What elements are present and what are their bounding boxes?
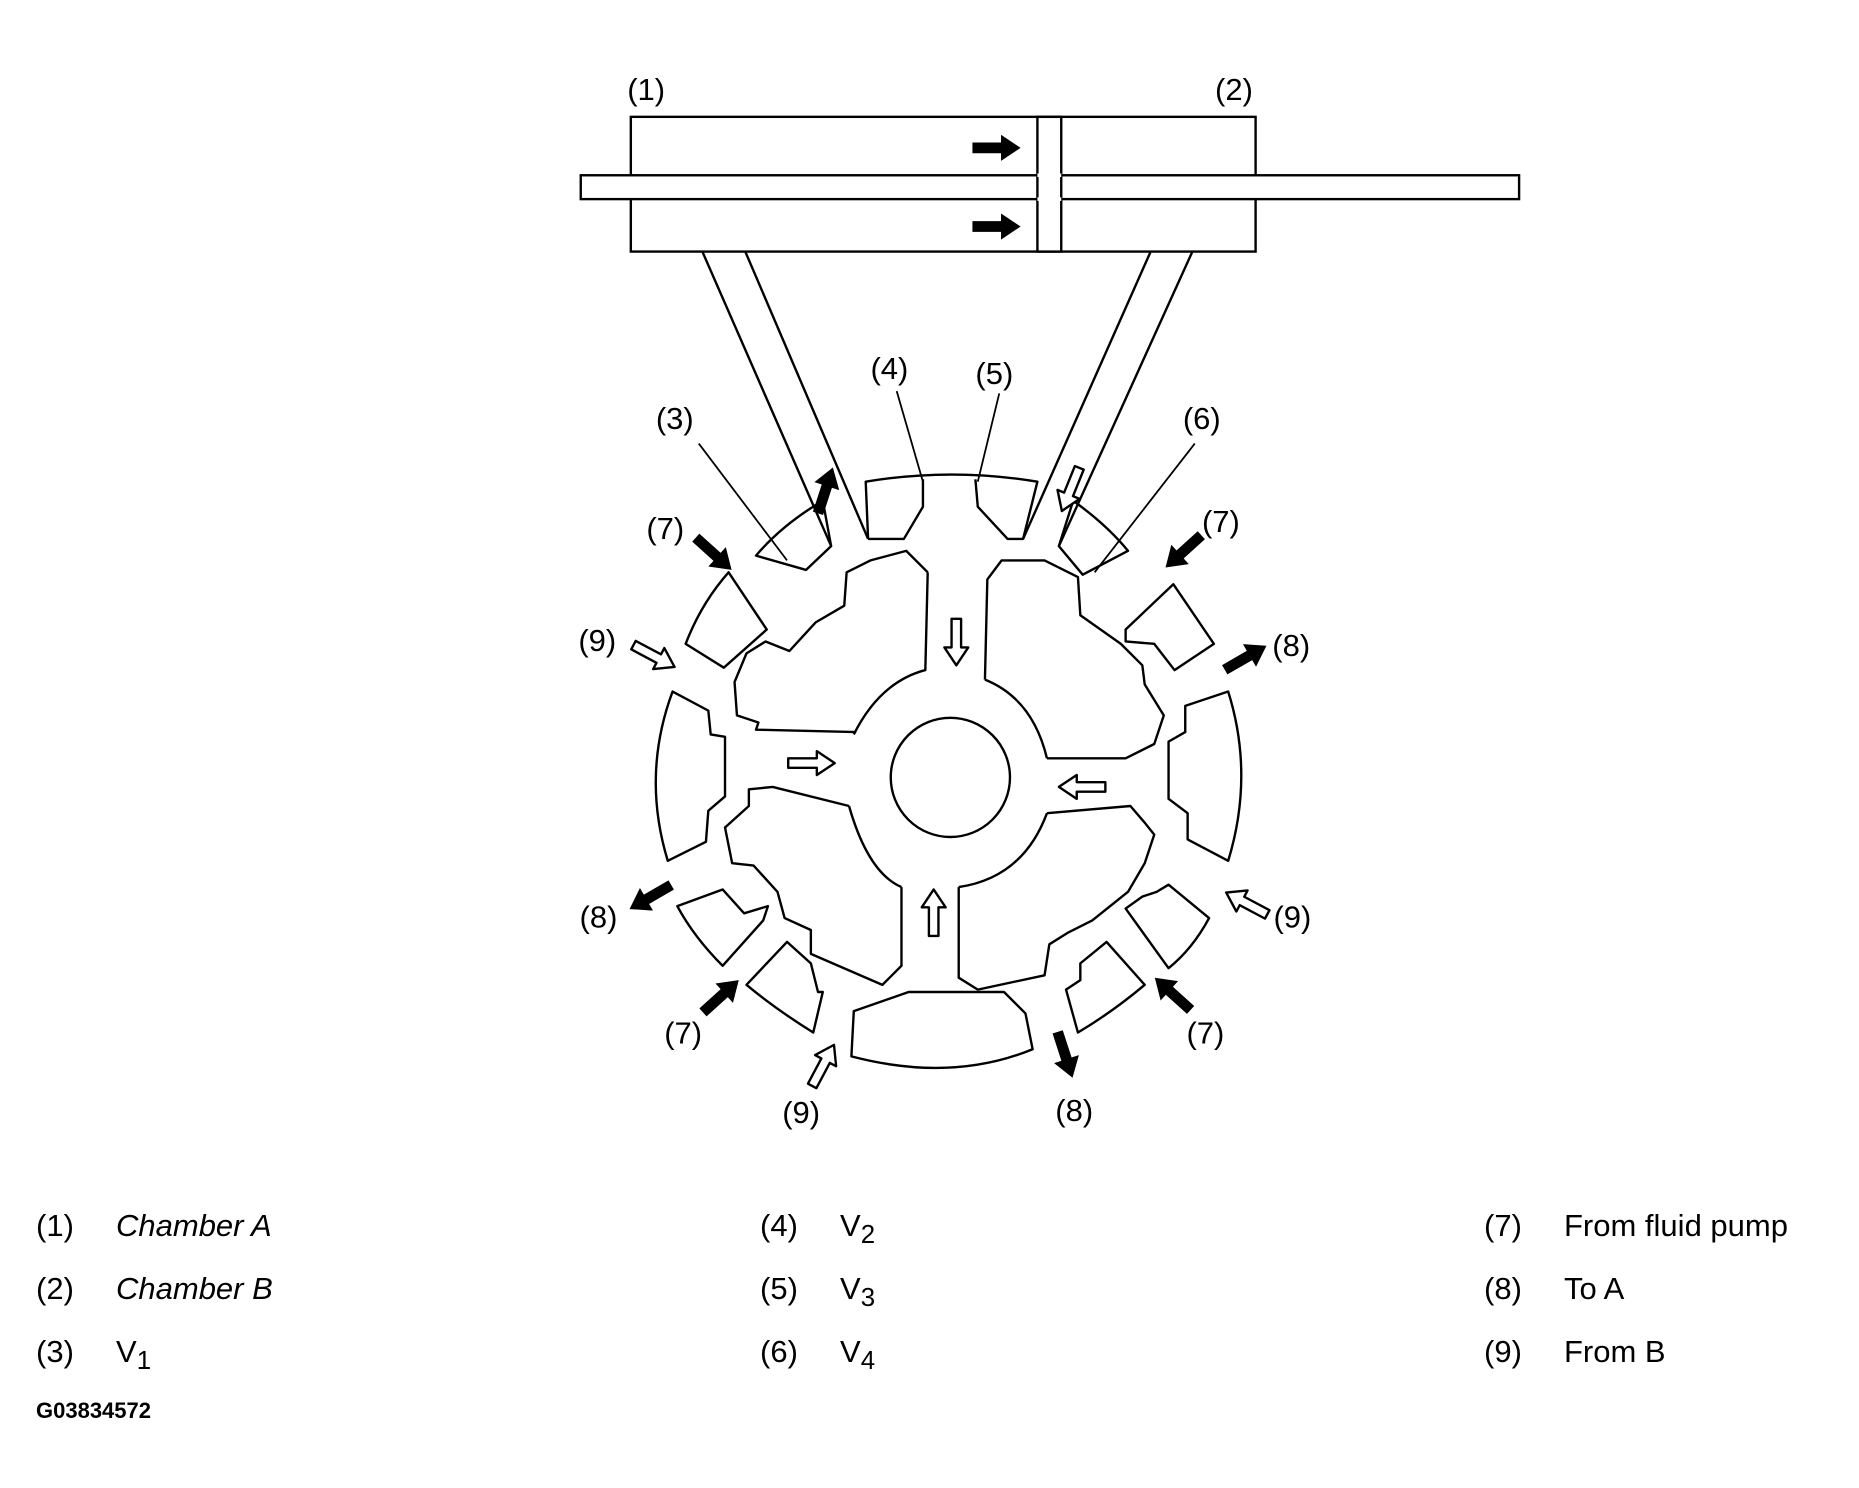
legend-item-3: (3) V1: [36, 1334, 151, 1379]
power-cylinder: [579, 115, 1521, 253]
valve-housing: [654, 473, 1243, 1070]
legend-number: (2): [36, 1271, 74, 1306]
passage-to-chamber-a: [701, 251, 870, 547]
legend-number: (3): [36, 1334, 74, 1369]
legend-item-8: (8) To A: [1484, 1271, 1624, 1307]
leader-4: [895, 390, 924, 482]
housing-segment-upper-right: [1057, 499, 1130, 576]
hollow-arrow-icon: [1219, 880, 1275, 927]
callout-5: (5): [975, 356, 1013, 391]
housing-segment-right-upper: [1124, 583, 1216, 672]
legend-item-4: (4) V2: [760, 1208, 875, 1253]
callout-9-bottom: (9): [782, 1095, 820, 1130]
housing-segment-left-upper: [684, 571, 768, 669]
callout-9-left: (9): [578, 623, 616, 658]
passage-to-chamber-b: [1022, 251, 1194, 547]
legend-subscript: 2: [860, 1221, 876, 1250]
callouts: (1) (2) (3) (4) (5) (6) (7) (7) (9) (8) …: [578, 72, 1311, 1130]
legend-number: (7): [1484, 1208, 1522, 1243]
callout-7-lower-right: (7): [1186, 1015, 1224, 1050]
hollow-arrow-icon: [1057, 773, 1107, 801]
legend-text: V: [116, 1334, 137, 1369]
leader-lines: [698, 390, 1196, 573]
housing-segment-bottom-right: [1064, 940, 1146, 1034]
filled-arrow-icon: [623, 874, 678, 920]
leader-6: [1093, 442, 1196, 573]
hollow-arrow-icon: [626, 633, 682, 679]
filled-arrow-icon: [1045, 1028, 1085, 1081]
legend-subscript: 3: [860, 1284, 876, 1313]
housing-segment-bottom-left: [745, 940, 824, 1034]
filled-flow-arrows: [623, 135, 1273, 1081]
callout-8-right: (8): [1272, 628, 1310, 663]
legend-number: (6): [760, 1334, 798, 1369]
housing-segment-bottom: [850, 990, 1034, 1070]
legend-item-7: (7) From fluid pump: [1484, 1208, 1788, 1244]
callout-3: (3): [656, 401, 694, 436]
callout-7-upper-left: (7): [646, 511, 684, 546]
legend-item-6: (6) V4: [760, 1334, 875, 1379]
legend-text: From fluid pump: [1564, 1208, 1788, 1243]
rotor-hub: [847, 572, 1049, 889]
callout-8-left: (8): [580, 900, 618, 935]
housing-segment-left: [654, 690, 727, 863]
housing-segment-top: [864, 473, 1039, 541]
legend-item-1: (1) Chamber A: [36, 1208, 272, 1244]
figure-id: G03834572: [36, 1398, 151, 1423]
filled-arrow-icon: [687, 528, 740, 579]
housing-segment-right: [1167, 690, 1243, 863]
filled-arrow-icon: [1218, 635, 1273, 681]
rotor-outline: [723, 549, 1165, 991]
callout-7-lower-left: (7): [664, 1015, 702, 1050]
legend-text: V: [840, 1208, 861, 1243]
callout-9-right: (9): [1273, 900, 1311, 935]
callout-6: (6): [1183, 401, 1221, 436]
fluid-passages: [701, 251, 1194, 547]
leader-3: [698, 442, 788, 561]
callout-8-bottom: (8): [1055, 1093, 1093, 1128]
hollow-arrow-icon: [787, 749, 836, 777]
valve-rotor: [723, 549, 1165, 991]
legend-text: From B: [1564, 1334, 1666, 1369]
callout-4: (4): [870, 351, 908, 386]
housing-segment-right-lower: [1124, 883, 1211, 970]
housing-segment-left-lower: [676, 888, 770, 967]
filled-arrow-icon: [1147, 968, 1199, 1019]
legend-number: (8): [1484, 1271, 1522, 1306]
legend-text: Chamber B: [116, 1271, 273, 1306]
legend-text: To A: [1564, 1271, 1625, 1306]
callout-7-upper-right: (7): [1202, 504, 1240, 539]
legend-number: (1): [36, 1208, 74, 1243]
filled-arrow-icon: [972, 214, 1021, 240]
rotor-shaft: [889, 716, 1012, 839]
legend-text: V: [840, 1271, 861, 1306]
callout-1: (1): [627, 72, 665, 107]
legend-item-2: (2) Chamber B: [36, 1271, 273, 1307]
hollow-arrow-icon: [920, 888, 947, 938]
legend-number: (5): [760, 1271, 798, 1306]
filled-arrow-icon: [694, 971, 747, 1022]
legend-text: V: [840, 1334, 861, 1369]
legend-item-5: (5) V3: [760, 1271, 875, 1316]
legend-number: (9): [1484, 1334, 1522, 1369]
hollow-arrow-icon: [800, 1038, 846, 1093]
piston: [1036, 115, 1063, 253]
legend-subscript: 1: [136, 1347, 152, 1376]
leader-5: [976, 393, 1001, 482]
filled-arrow-icon: [972, 135, 1021, 161]
hollow-arrow-icon: [943, 617, 970, 667]
legend-number: (4): [760, 1208, 798, 1243]
callout-2: (2): [1215, 72, 1253, 107]
legend-subscript: 4: [860, 1347, 876, 1376]
legend-text: Chamber A: [116, 1208, 272, 1243]
legend-item-9: (9) From B: [1484, 1334, 1666, 1370]
